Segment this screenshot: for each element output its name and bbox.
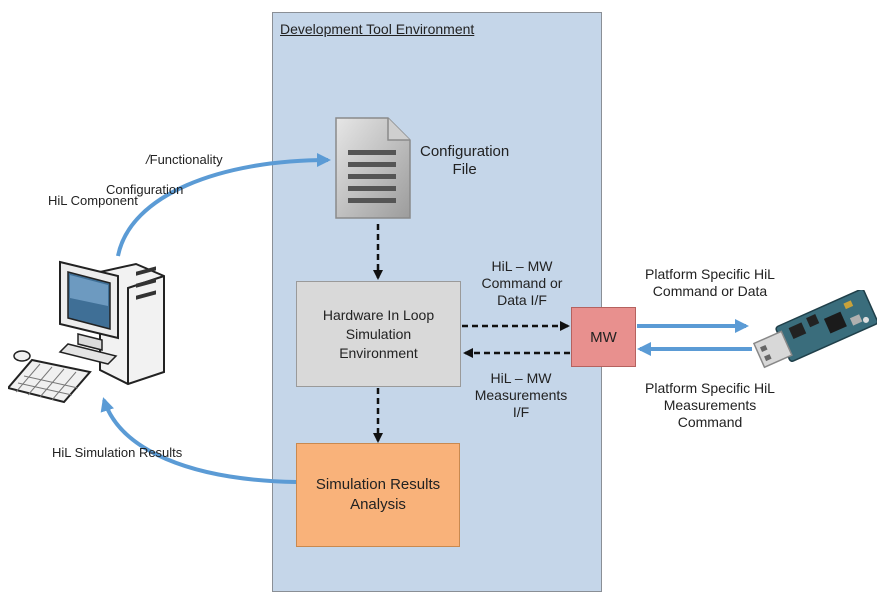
hil-simulation-results-label: HiL Simulation Results [52,445,183,460]
results-flow-arrow [100,397,297,484]
mw-box: MW [571,307,636,367]
hil-mw-measurements-label: HiL – MW Measurements I/F [474,370,568,420]
hil-simulation-environment-box: Hardware In Loop Simulation Environment [296,281,461,387]
computer-icon [6,256,168,408]
environment-title: Development Tool Environment [280,21,475,37]
platform-command-label: Platform Specific HiL Command or Data [645,266,775,299]
italic-marker-icon: / [146,152,150,167]
hil-mw-command-label: HiL – MW Command or Data I/F [481,258,563,308]
configuration-label: Configuration [106,182,184,197]
configuration-flow-arrow [116,153,331,257]
usb-board-icon [752,288,877,372]
simulation-results-analysis-box: Simulation Results Analysis [296,443,460,547]
platform-measurements-label: Platform Specific HiL Measurements Comma… [645,380,775,430]
config-file-label: Configuration File [420,143,510,178]
functionality-text: Functionality [149,152,223,167]
hil-component-label: HiL Component [48,193,138,208]
document-icon [334,116,412,220]
functionality-label: /Functionality [146,134,223,168]
